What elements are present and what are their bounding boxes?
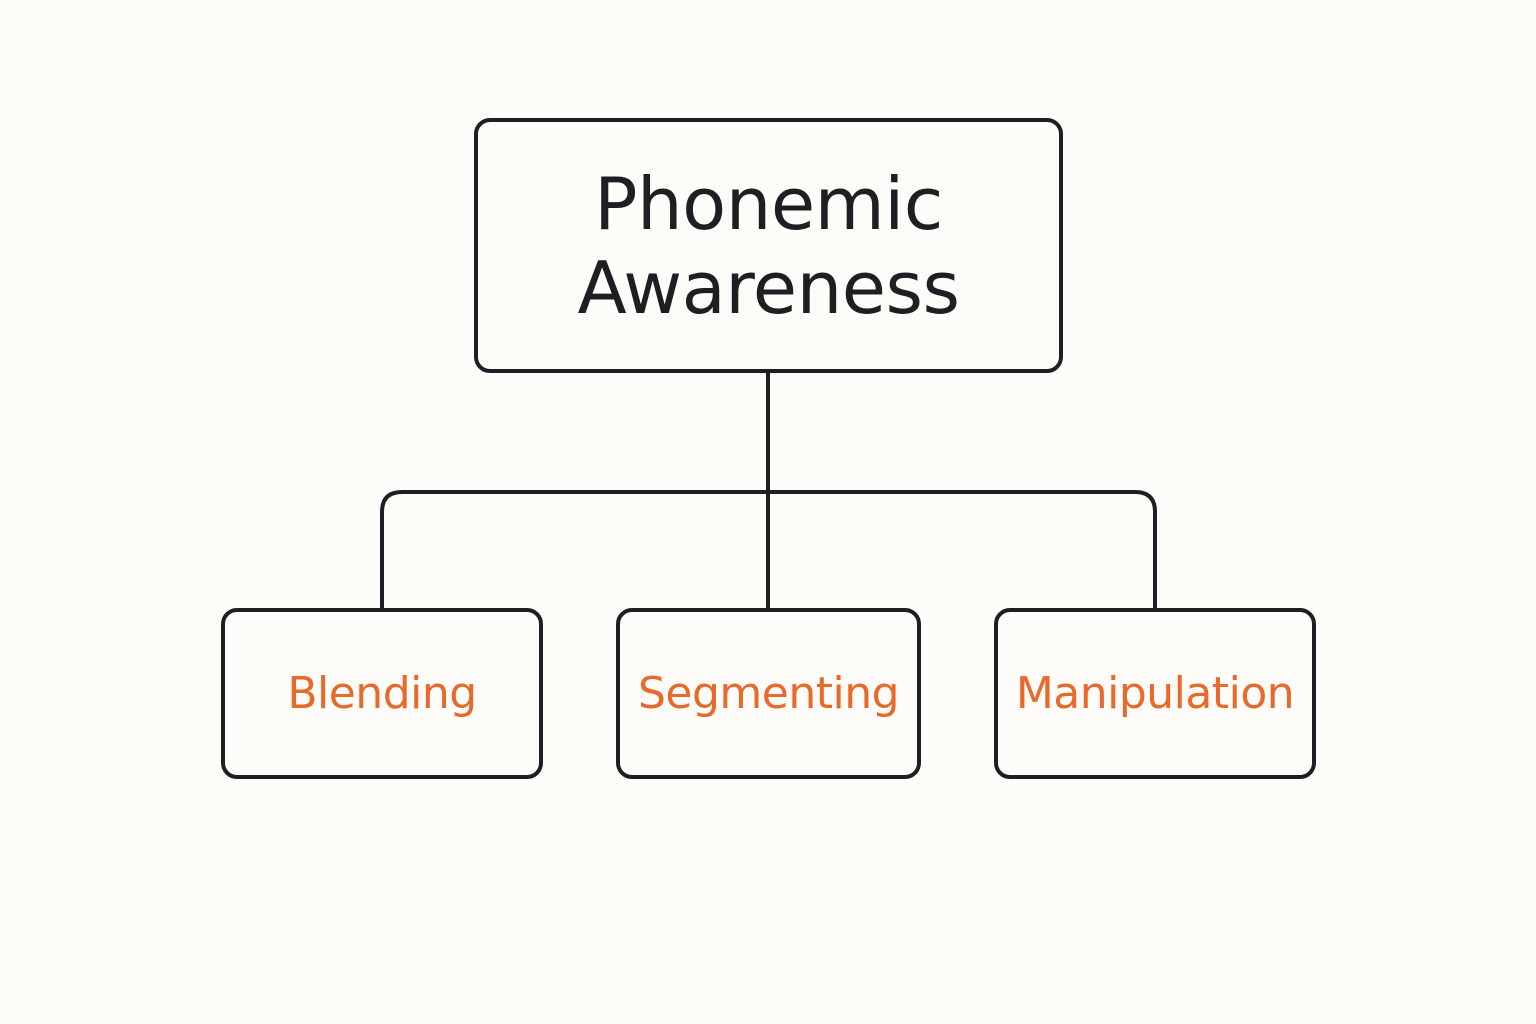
- root-node-label: Phonemic Awareness: [577, 161, 960, 330]
- child-node-manipulation: Manipulation: [994, 608, 1316, 779]
- child-node-blending: Blending: [221, 608, 543, 779]
- root-node: Phonemic Awareness: [474, 118, 1063, 373]
- child-node-label: Manipulation: [1015, 667, 1295, 719]
- child-node-segmenting: Segmenting: [616, 608, 921, 779]
- child-node-label: Segmenting: [637, 667, 900, 719]
- connector-bus: [380, 490, 1157, 608]
- root-node-label-line-1: Phonemic: [594, 161, 943, 246]
- root-node-label-line-2: Awareness: [577, 245, 960, 330]
- child-node-label: Blending: [287, 667, 477, 719]
